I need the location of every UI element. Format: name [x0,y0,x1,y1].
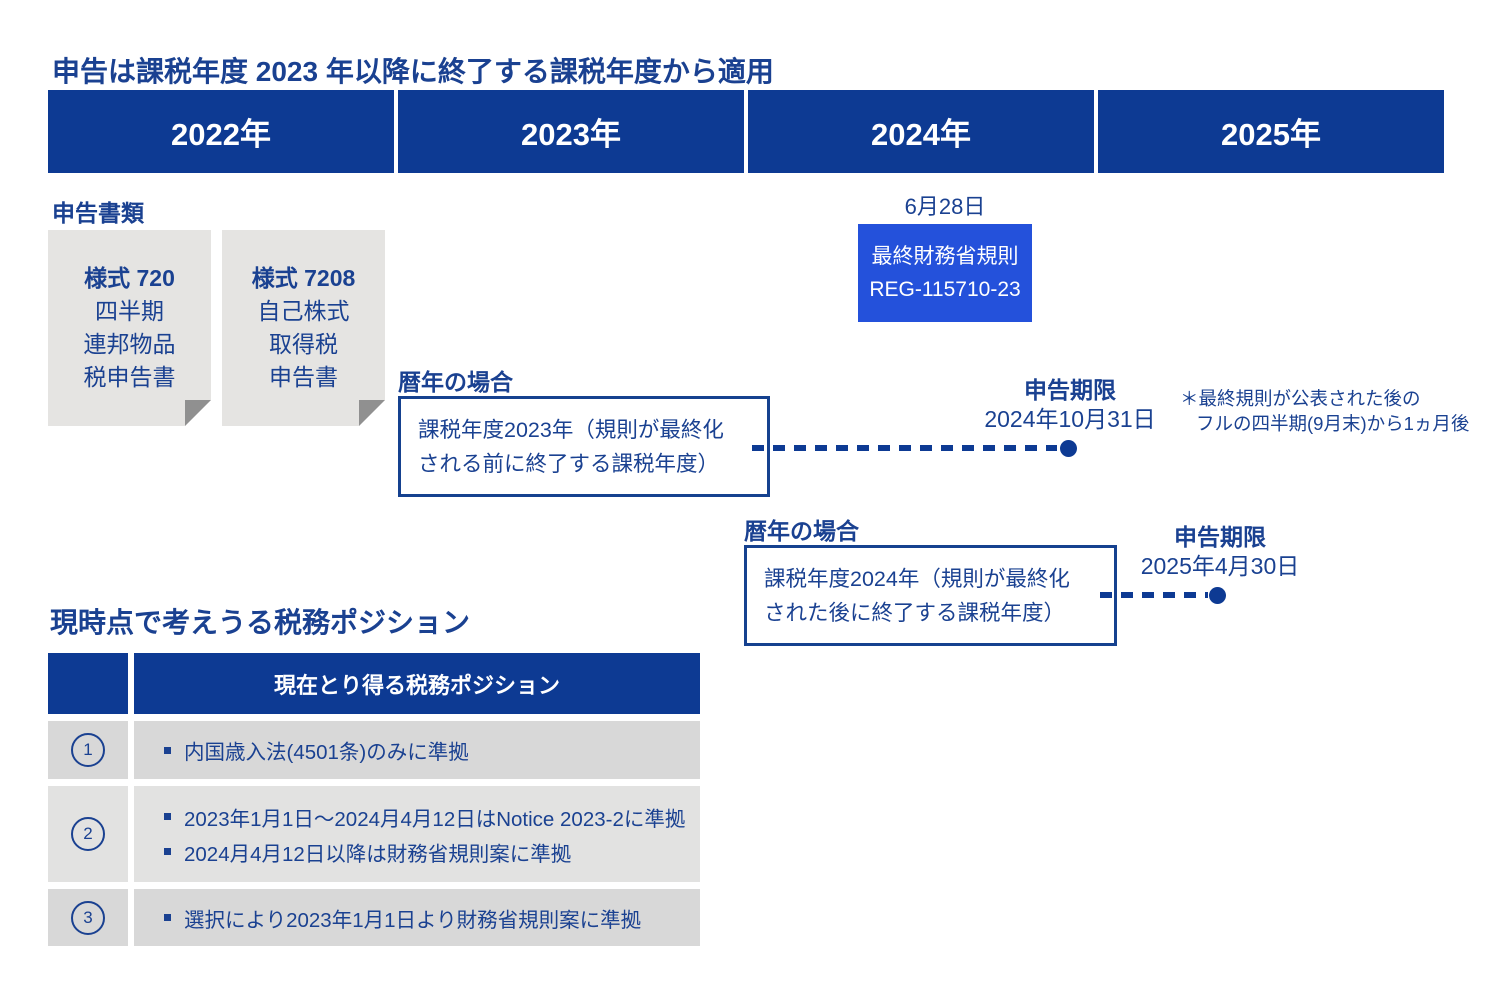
row-content-cell: 2023年1月1日～2024月4月12日はNotice 2023-2に準拠 202… [134,786,700,882]
bullet-text: 内国歳入法(4501条)のみに準拠 [184,741,469,764]
positions-section-title: 現時点で考えうる税務ポジション [50,607,471,638]
row-number-circle: 1 [71,733,105,767]
form-line: 自己株式 [257,298,350,324]
bullet-square-icon [164,848,171,855]
milestone1-box-line2: される前に終了する課税年度） [418,451,720,476]
final-rule-date: 6月28日 [904,194,986,219]
row-content-cell: 選択により2023年1月1日より財務省規則案に準拠 [134,889,700,946]
form-line: 申告書 [269,364,338,390]
timeline-year: 2024年 [748,90,1094,173]
positions-table: 現在とり得る税務ポジション 1 内国歳入法(4501条)のみに準拠 2 2023年1月… [48,653,700,946]
form-document-box: 様式 720 四半期連邦物品税申告書 [48,230,211,426]
table-header-row: 現在とり得る税務ポジション [48,653,700,714]
table-row: 1 内国歳入法(4501条)のみに準拠 [48,721,700,779]
milestone1-deadline-label: 申告期限 [1024,377,1116,403]
milestone2-deadline-label: 申告期限 [1174,524,1266,550]
footnote-line1: ＊最終規則が公表された後の [1180,388,1421,409]
bullet-text: 選択により2023年1月1日より財務省規則案に準拠 [184,908,642,932]
bullet-square-icon [164,746,171,754]
bullet-item: 2023年1月1日～2024月4月12日はNotice 2023-2に準拠 [164,802,700,832]
row-content-cell: 内国歳入法(4501条)のみに準拠 [134,721,700,779]
milestone1-box: 課税年度2023年（規則が最終化 される前に終了する課税年度） [398,396,770,497]
final-rule-reg-number: REG-115710-23 [869,278,1021,301]
form-line: 連邦物品 [83,331,176,357]
form-title: 様式 720 [84,265,175,291]
footnote-line2: フルの四半期(9月末)から1ヵ月後 [1196,413,1470,434]
timeline-year: 2025年 [1098,90,1444,173]
milestone1-deadline-date: 2024年10月31日 [984,406,1156,432]
form-line: 四半期 [95,298,164,324]
final-rule-title: 最終財務省規則 [871,245,1019,268]
milestone1-box-line1: 課税年度2023年（規則が最終化 [418,417,724,442]
deadline-footnote: ＊最終規則が公表された後の フルの四半期(9月末)から1ヵ月後 [1180,386,1469,436]
milestone2-dashed-connector [1100,592,1208,598]
table-header-label: 現在とり得る税務ポジション [134,653,700,714]
milestone2-box-line2: された後に終了する課税年度） [764,600,1066,625]
form-line: 税申告書 [83,364,176,390]
timeline-year: 2022年 [48,90,394,173]
bullet-text: 2023年1月1日～2024月4月12日はNotice 2023-2に準拠 [184,807,686,831]
row-number-circle: 3 [71,900,105,935]
row-number-cell: 3 [48,889,128,946]
milestone2-box-line1: 課税年度2024年（規則が最終化 [764,566,1070,591]
milestone2-deadline-date: 2025年4月30日 [1140,553,1300,579]
milestone1-dashed-connector [752,445,1057,451]
final-rule-box: 最終財務省規則 REG-115710-23 [858,224,1032,322]
milestone2-endpoint-dot-icon [1209,587,1226,604]
bullet-item: 2024月4月12日以降は財務省規則案に準拠 [164,837,700,867]
form-boxes: 様式 720 四半期連邦物品税申告書 様式 7208 自己株式取得税申告書 [48,230,385,426]
page-title: 申告は課税年度 2023 年以降に終了する課税年度から適用 [52,56,774,87]
form-title: 様式 7208 [251,265,356,291]
bullet-square-icon [164,914,171,921]
form-line: 取得税 [269,331,338,357]
row-number-cell: 2 [48,786,128,882]
documents-label: 申告書類 [52,200,144,226]
milestone1-endpoint-dot-icon [1060,440,1077,457]
timeline-year: 2023年 [398,90,744,173]
table-row: 3 選択により2023年1月1日より財務省規則案に準拠 [48,889,700,946]
row-number-cell: 1 [48,721,128,779]
row-number-circle: 2 [71,817,105,851]
milestone2-box: 課税年度2024年（規則が最終化 された後に終了する課税年度） [744,545,1117,646]
bullet-square-icon [164,813,171,820]
bullet-item: 選択により2023年1月1日より財務省規則案に準拠 [164,903,700,933]
bullet-text: 2024月4月12日以降は財務省規則案に準拠 [184,842,572,866]
bullet-item: 内国歳入法(4501条)のみに準拠 [164,735,700,765]
milestone2-case-label: 暦年の場合 [744,518,859,544]
table-header-empty-cell [48,653,128,714]
milestone1-case-label: 暦年の場合 [398,369,513,395]
form-document-box: 様式 7208 自己株式取得税申告書 [222,230,385,426]
